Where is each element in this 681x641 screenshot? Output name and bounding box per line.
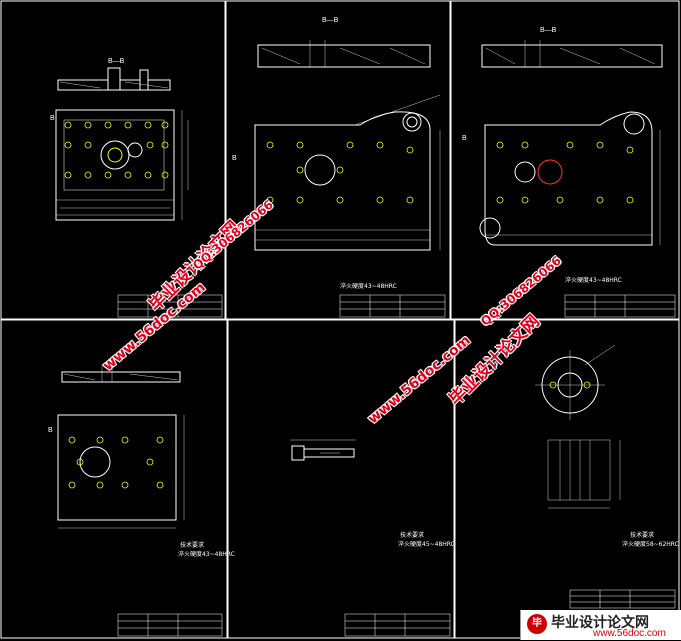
panel-2-drawing: B—B B 淬火硬度43~48HRC [232, 17, 446, 318]
panel-3-section-label: B—B [540, 27, 557, 34]
panel-2-holes [266, 141, 414, 204]
panel-1-section-label: B—B [108, 58, 125, 65]
panel-1-drawing: B—B B [50, 58, 189, 221]
panel-6-note: 技术要求 [630, 531, 654, 539]
panel-1-marker: B [50, 115, 55, 122]
footer-logo: 毕 毕业设计论文网 www.56doc.com [520, 610, 681, 640]
panel-1-title-block [117, 294, 223, 318]
panel-3-marker: B [462, 135, 467, 142]
panel-4-drawing: B 技术要求 淬火硬度43~48HRC [48, 365, 235, 637]
panel-4-hardness: 淬火硬度43~48HRC [178, 550, 235, 558]
panel-3-drawing: B—B B 淬火硬度43~48HRC [462, 27, 676, 318]
panel-1-holes [64, 121, 169, 179]
panel-3-title-block [564, 294, 676, 318]
footer-brand: 毕业设计论文网 [551, 615, 649, 631]
panel-6-title-block [569, 589, 676, 609]
panel-5-note: 技术要求 [400, 531, 424, 539]
panel-5-drawing: 技术要求 淬火硬度45~48HRC [290, 439, 455, 637]
footer-url: www.56doc.com [593, 628, 666, 639]
panel-2-marker: B [232, 155, 237, 162]
panel-6-hardness: 淬火硬度58~62HRC [622, 540, 679, 548]
panel-4-holes [68, 436, 164, 489]
panel-4-marker: B [48, 427, 53, 434]
panel-3-hardness: 淬火硬度43~48HRC [565, 276, 622, 284]
panel-4-title-block [117, 613, 223, 637]
brand-mark-icon: 毕 [527, 614, 547, 634]
panel-3-holes [496, 141, 634, 204]
panel-6-drawing: 技术要求 淬火硬度58~62HRC [535, 344, 679, 609]
panel-2-section-label: B—B [322, 17, 339, 24]
panel-2-title-block [339, 294, 446, 318]
panel-4-note: 技术要求 [180, 541, 204, 549]
panel-2-hardness: 淬火硬度43~48HRC [340, 282, 397, 290]
panel-5-title-block [344, 613, 451, 637]
panel-5-hardness: 淬火硬度45~48HRC [398, 540, 455, 548]
